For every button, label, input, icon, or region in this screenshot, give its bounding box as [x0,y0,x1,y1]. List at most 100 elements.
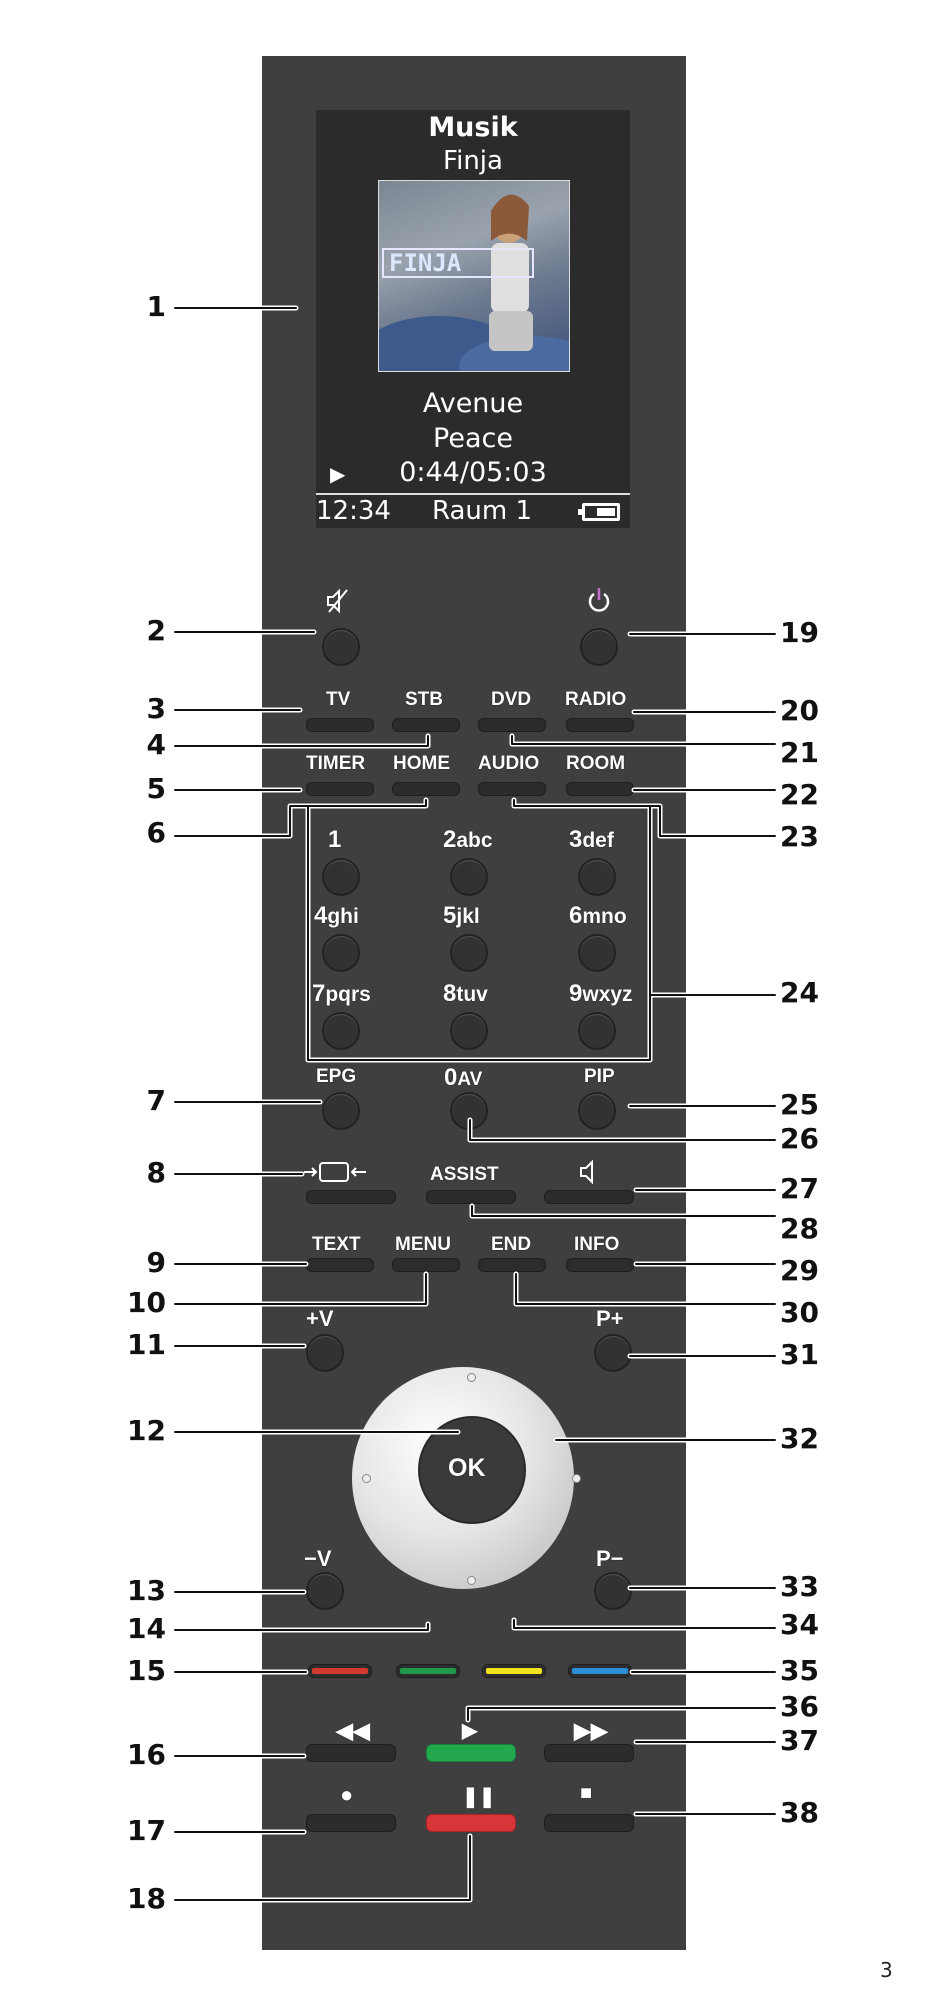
radio-button[interactable] [566,718,634,732]
callout-9: 9 [146,1246,166,1279]
key-4-button[interactable] [322,934,360,972]
key-6-button[interactable] [578,934,616,972]
callout-10: 10 [127,1286,166,1319]
volume-up-label: +V [306,1306,334,1331]
screen-album: Peace [433,423,513,454]
home-label: HOME [393,753,450,774]
nav-up-dot [467,1373,476,1382]
callout-35: 35 [780,1654,819,1687]
fast-forward-icon: ▶▶ [574,1718,608,1743]
epg-label: EPG [316,1066,357,1087]
callout-24: 24 [780,976,819,1009]
play-status-icon: ▶ [330,462,346,486]
rewind-button[interactable] [306,1744,396,1762]
key-1-button[interactable] [322,858,360,896]
callout-38: 38 [780,1796,819,1829]
callout-2: 2 [146,614,166,647]
key-7-button[interactable] [322,1012,360,1050]
timer-label: TIMER [306,753,366,774]
battery-level [597,508,615,516]
stb-button[interactable] [392,718,460,732]
callout-3: 3 [146,692,166,725]
callout-19: 19 [780,616,819,649]
green-button[interactable] [396,1664,460,1678]
aspect-ratio-icon [302,1160,368,1189]
callout-21: 21 [780,736,819,769]
key-4-label: 4ghi [314,902,359,929]
tv-button[interactable] [306,718,374,732]
pip-button[interactable] [578,1092,616,1130]
key-9-label: 9wxyz [569,980,633,1007]
screen-time: 0:44/05:03 [399,457,547,488]
key-2-button[interactable] [450,858,488,896]
page-number: 3 [880,1958,893,1982]
pip-label: PIP [584,1066,615,1087]
epg-button[interactable] [322,1092,360,1130]
yellow-button[interactable] [482,1664,546,1678]
album-cover-image: FINJA [378,180,570,372]
dvd-button[interactable] [478,718,546,732]
key-5-button[interactable] [450,934,488,972]
callout-1: 1 [146,290,166,323]
record-button[interactable] [306,1814,396,1832]
end-button[interactable] [478,1258,546,1272]
volume-up-button[interactable] [306,1334,344,1372]
callout-37: 37 [780,1724,819,1757]
callout-26: 26 [780,1122,819,1155]
audio-button[interactable] [478,782,546,796]
nav-right-dot [572,1474,581,1483]
assist-button[interactable] [426,1190,516,1204]
info-button[interactable] [566,1258,634,1272]
status-divider [316,493,630,495]
text-label: TEXT [312,1234,361,1255]
cover-text: FINJA [389,249,462,277]
mute-button[interactable] [322,628,360,666]
key-6-label: 6mno [569,902,627,929]
nav-down-dot [467,1576,476,1585]
callout-17: 17 [127,1814,166,1847]
rewind-icon: ◀◀ [336,1718,370,1743]
display-screen: Musik Finja FINJA Avenue Peace 0:44/05:0… [316,110,630,528]
callout-27: 27 [780,1172,819,1205]
key-9-button[interactable] [578,1012,616,1050]
power-button[interactable] [580,628,618,666]
callout-13: 13 [127,1574,166,1607]
callout-15: 15 [127,1654,166,1687]
play-button[interactable] [426,1744,516,1762]
stb-label: STB [405,689,443,710]
callout-12: 12 [127,1414,166,1447]
key-8-label: 8tuv [443,980,488,1007]
callout-11: 11 [127,1328,166,1361]
program-up-button[interactable] [594,1334,632,1372]
battery-icon [578,503,620,521]
program-down-button[interactable] [594,1572,632,1610]
dvd-label: DVD [491,689,532,710]
aspect-ratio-button[interactable] [306,1190,396,1204]
pause-icon: ❚❚ [462,1786,496,1808]
callout-33: 33 [780,1570,819,1603]
timer-button[interactable] [306,782,374,796]
fast-forward-button[interactable] [544,1744,634,1762]
key-5-label: 5jkl [443,902,480,929]
key-3-button[interactable] [578,858,616,896]
key-7-label: 7pqrs [312,980,371,1007]
callout-30: 30 [780,1296,819,1329]
home-button[interactable] [392,782,460,796]
key-8-button[interactable] [450,1012,488,1050]
volume-down-button[interactable] [306,1572,344,1610]
screen-clock: 12:34 [316,496,391,526]
volume-icon [578,1159,600,1189]
callout-34: 34 [780,1608,819,1641]
callout-18: 18 [127,1882,166,1915]
callout-5: 5 [146,772,166,805]
volume-button[interactable] [544,1190,634,1204]
stop-button[interactable] [544,1814,634,1832]
callout-8: 8 [146,1156,166,1189]
red-button[interactable] [308,1664,372,1678]
pause-button[interactable] [426,1814,516,1832]
program-up-label: P+ [596,1306,624,1331]
callout-4: 4 [146,728,166,761]
callout-36: 36 [780,1690,819,1723]
tv-label: TV [326,689,351,710]
